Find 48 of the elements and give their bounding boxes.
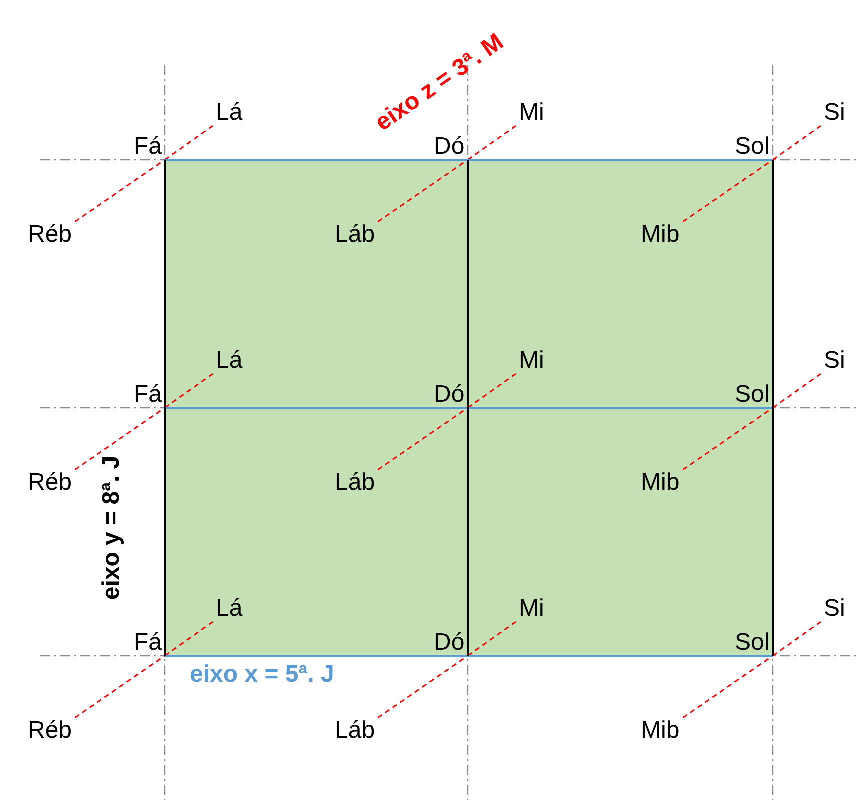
- note-label: Si: [821, 348, 848, 374]
- note-label: Sol: [732, 630, 773, 656]
- dashed-line: [164, 125, 214, 161]
- note-label: Réb: [25, 222, 76, 248]
- dashed-line: [74, 407, 166, 471]
- note-label: Dó: [431, 630, 468, 656]
- axis-label: eixo z = 3ª. M: [371, 29, 509, 137]
- dashed-line: [468, 125, 516, 161]
- note-label: Sol: [732, 382, 773, 408]
- note-label: Mib: [638, 718, 683, 744]
- note-label: Dó: [431, 382, 468, 408]
- note-label: Mi: [516, 100, 548, 126]
- dashed-line: [164, 373, 214, 409]
- note-label: Si: [821, 100, 848, 126]
- note-label: Mib: [638, 470, 683, 496]
- note-label: Si: [821, 596, 848, 622]
- note-label: Réb: [25, 718, 76, 744]
- note-label: Láb: [332, 222, 378, 248]
- dashed-line: [772, 125, 822, 161]
- grid-line: [467, 408, 469, 656]
- grid-line: [164, 160, 166, 408]
- note-label: Láb: [332, 470, 378, 496]
- note-label: Lá: [213, 100, 246, 126]
- dashed-line: [164, 621, 214, 657]
- note-label: Sol: [732, 134, 773, 160]
- note-label: Lá: [213, 348, 246, 374]
- grid-line: [164, 408, 166, 656]
- axis-label: eixo x = 5ª. J: [190, 662, 334, 688]
- note-label: Réb: [25, 470, 76, 496]
- note-label: Fá: [131, 382, 166, 408]
- dashed-line: [772, 373, 822, 409]
- note-label: Fá: [131, 134, 166, 160]
- dashed-line: [772, 621, 822, 657]
- grid-line: [772, 160, 774, 408]
- note-label: Mi: [516, 596, 548, 622]
- note-label: Mib: [638, 222, 683, 248]
- note-label: Lá: [213, 596, 246, 622]
- note-label: Mi: [516, 348, 548, 374]
- dashed-line: [468, 621, 516, 657]
- note-label: Láb: [332, 718, 378, 744]
- dashed-line: [468, 373, 516, 409]
- note-label: Fá: [131, 630, 166, 656]
- note-label: Dó: [431, 134, 468, 160]
- dashed-line: [74, 159, 166, 223]
- grid-line: [772, 408, 774, 656]
- axis-label: eixo y = 8ª. J: [99, 456, 126, 600]
- grid-line: [467, 160, 469, 408]
- dashed-line: [74, 655, 166, 719]
